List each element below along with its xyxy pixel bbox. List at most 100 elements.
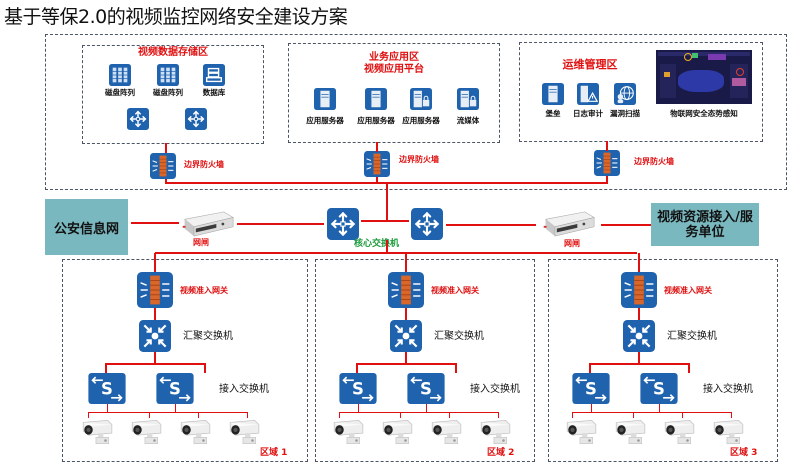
device-label: 堡垒 — [545, 109, 561, 118]
aggregation-switch-label: 汇聚交换机 — [434, 331, 484, 342]
access-switch-icon — [572, 373, 610, 404]
link-line — [165, 179, 167, 183]
firewall-label: 边界防火墙 — [184, 160, 224, 169]
video-access-gateway-icon — [136, 272, 174, 308]
link-line — [638, 253, 640, 273]
video-gateway-label: 视频准入网关 — [664, 286, 712, 295]
application-zone — [288, 43, 500, 143]
link-line — [682, 412, 683, 418]
application-zone-title: 业务应用区 — [369, 52, 419, 63]
server-icon — [312, 88, 338, 110]
access-switch-icon — [156, 373, 194, 404]
device-label: 应用服务器 — [402, 116, 440, 125]
link-line — [155, 252, 637, 254]
aggregation-switch-icon — [389, 320, 423, 352]
link-line — [386, 240, 388, 253]
link-line — [455, 363, 457, 373]
database-icon — [202, 64, 226, 86]
camera-icon — [129, 418, 163, 446]
link-line — [591, 404, 592, 412]
link-line — [400, 412, 401, 418]
link-line — [572, 412, 732, 413]
link-line — [688, 363, 690, 373]
link-line — [107, 404, 108, 412]
link-line — [149, 412, 150, 418]
camera-icon — [711, 418, 745, 446]
camera-icon — [331, 418, 365, 446]
camera-icon — [80, 418, 114, 446]
storage-zone-title: 视频数据存储区 — [138, 47, 208, 58]
link-line — [237, 223, 324, 225]
device-label: 磁盘阵列 — [153, 88, 183, 97]
situational-awareness-dashboard — [656, 50, 752, 104]
log-audit-icon — [576, 83, 600, 105]
access-switch-icon — [339, 373, 377, 404]
server-icon — [408, 88, 434, 110]
access-switch-icon — [640, 373, 678, 404]
link-line — [589, 363, 591, 373]
device-label: 流媒体 — [456, 116, 480, 125]
page-title: 基于等保2.0的视频监控网络安全建设方案 — [4, 6, 348, 28]
disk-array-icon — [108, 64, 132, 86]
aggregation-switch-label: 汇聚交换机 — [183, 331, 233, 342]
link-line — [606, 141, 608, 151]
link-line — [356, 363, 456, 365]
region-label: 区域 3 — [730, 448, 758, 458]
camera-icon — [478, 418, 512, 446]
core-switch-label: 核心交换机 — [354, 239, 400, 249]
operations-zone — [519, 42, 763, 142]
link-line — [376, 142, 378, 152]
link-line — [426, 404, 427, 412]
access-switch-label: 接入交换机 — [219, 384, 269, 395]
dashboard-label: 物联网安全态势感知 — [670, 109, 738, 118]
device-label: 磁盘阵列 — [105, 88, 135, 97]
link-line — [105, 363, 205, 365]
bastion-host-icon — [541, 83, 565, 105]
camera-icon — [380, 418, 414, 446]
device-label: 漏洞扫描 — [610, 109, 640, 118]
camera-icon — [613, 418, 647, 446]
disk-array-icon — [156, 64, 180, 86]
link-line — [731, 412, 732, 418]
link-line — [154, 253, 156, 273]
firewall-label: 边界防火墙 — [399, 155, 439, 164]
access-switch-icon — [88, 373, 126, 404]
gatekeeper-label: 网闸 — [193, 238, 209, 247]
link-line — [198, 412, 199, 418]
core-switch-icon — [409, 208, 445, 240]
aggregation-switch-icon — [622, 320, 656, 352]
link-line — [589, 363, 689, 365]
camera-icon — [227, 418, 261, 446]
link-line — [446, 224, 536, 226]
camera-icon — [178, 418, 212, 446]
firewall-icon — [150, 153, 176, 179]
link-line — [339, 412, 340, 418]
operations-zone-title: 运维管理区 — [562, 58, 618, 71]
camera-icon — [662, 418, 696, 446]
link-line — [449, 412, 450, 418]
camera-icon — [429, 418, 463, 446]
link-line — [386, 183, 388, 220]
video-access-gateway-icon — [620, 272, 658, 308]
link-line — [204, 363, 206, 373]
video-gateway-label: 视频准入网关 — [431, 286, 479, 295]
access-switch-label: 接入交换机 — [703, 384, 753, 395]
firewall-icon — [364, 151, 390, 177]
link-line — [88, 412, 248, 413]
device-label: 日志审计 — [573, 109, 603, 118]
network-gatekeeper-icon — [178, 210, 236, 238]
network-gatekeeper-icon — [534, 210, 602, 238]
link-line — [498, 412, 499, 418]
gatekeeper-label: 网闸 — [564, 239, 580, 248]
device-label: 数据库 — [202, 88, 226, 97]
link-line — [154, 352, 156, 364]
link-line — [154, 308, 156, 320]
camera-icon — [564, 418, 598, 446]
application-zone-subtitle: 视频应用平台 — [364, 64, 424, 75]
link-line — [105, 363, 107, 373]
link-line — [638, 308, 640, 320]
storage-zone — [82, 45, 264, 144]
link-line — [572, 412, 573, 418]
video-gateway-label: 视频准入网关 — [180, 286, 228, 295]
region-zone — [62, 259, 308, 462]
